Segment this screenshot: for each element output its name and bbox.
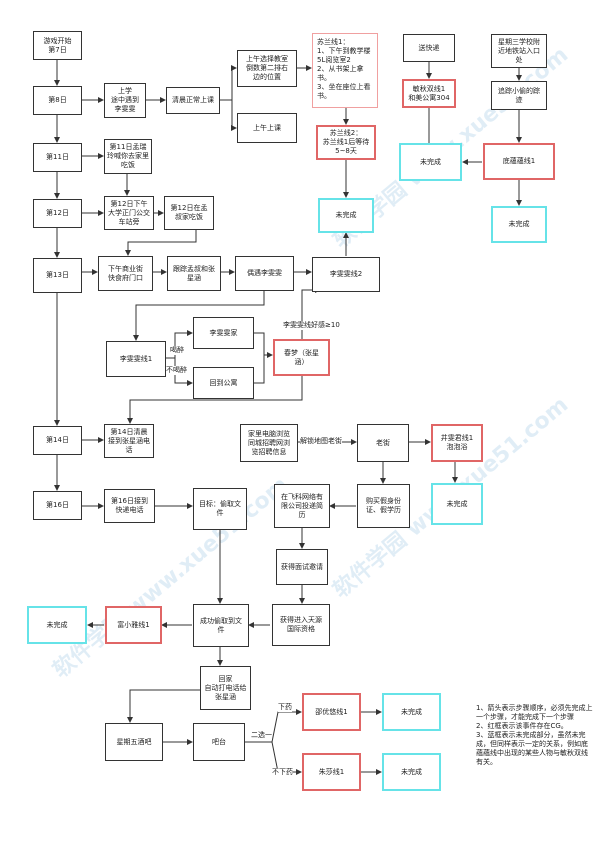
node-day14: 第14日 [33, 426, 82, 455]
node-seat: 上午选择教室 倒数第二排右 边的位置 [237, 50, 297, 87]
node-home: 回家 自动打电话给 张星涵 [200, 666, 251, 710]
node-resume: 在飞科网络有 限公司投递简 历 [274, 484, 330, 528]
node-day16-event: 第16日接到 快递电话 [104, 489, 155, 523]
node-delivery: 送快递 [403, 34, 455, 62]
node-day14-event: 第14日清晨 接到张星涵电 话 [104, 424, 154, 458]
node-meet-li: 偶遇李雯雯 [235, 256, 294, 291]
node-enter: 获得进入天源 国际资格 [272, 604, 330, 646]
node-day12-pm: 第12日下午 大学正门公交 车站旁 [104, 196, 154, 230]
node-min-qiu-unfinished: 未完成 [399, 143, 462, 181]
node-goal: 目标：偷取文 件 [193, 488, 247, 530]
node-morning-class: 清晨正常上课 [166, 87, 220, 114]
node-track-thief: 追踪小偷的踪 迹 [491, 81, 547, 110]
node-subway-entrance: 星期三学校附 近地铁站入口 处 [491, 34, 547, 68]
node-su-lan-unfinished: 未完成 [318, 198, 374, 233]
legend-notes: 1、箭头表示步骤顺序，必须先完成上一个步骤，才能完成下一个步骤 2、红框表示该事… [476, 704, 593, 766]
node-shao-1: 邵优悠线1 [302, 693, 361, 731]
node-browse-jobs: 家里电脑浏览 同城招聘网浏 览招聘信息 [240, 424, 298, 462]
node-zhu-unfinished: 未完成 [382, 753, 441, 791]
label-drug: 下药 [278, 703, 292, 712]
node-steal: 成功偷取到文 件 [193, 604, 249, 647]
node-friday-bar: 星期五酒吧 [105, 723, 163, 761]
node-di-yun-1: 底蘊蘊线1 [483, 143, 555, 180]
node-li-1: 李雯雯线1 [106, 341, 166, 377]
node-street: 下午商业街 快食府门口 [98, 256, 153, 291]
node-day13: 第13日 [33, 258, 82, 293]
node-dream: 春梦（张星 涵） [273, 339, 330, 376]
node-follow: 跟踪孟叔和张 星涵 [167, 256, 221, 291]
node-old-street: 老街 [357, 424, 409, 462]
node-day8: 第8日 [33, 86, 82, 115]
node-fu-unfinished: 未完成 [27, 606, 87, 644]
node-day11-event: 第11日孟瑞 玲喊你去家里 吃饭 [104, 139, 152, 174]
label-drunk: 喝醉 [170, 346, 184, 355]
node-school: 上学 途中遇到 李雯雯 [104, 83, 146, 118]
node-jing-1: 井雯君线1 泡泡浴 [431, 424, 483, 462]
node-min-qiu-1: 敏秋双线1 和美公寓304 [402, 79, 456, 108]
node-fu-1: 富小雅线1 [105, 606, 162, 644]
node-interview: 获得面试邀请 [276, 549, 328, 585]
label-not-drunk: 不喝醉 [166, 366, 187, 375]
label-choose-one: 二选一 [251, 731, 272, 740]
node-li-2: 李雯雯线2 [312, 257, 380, 292]
node-li-home: 李雯雯家 [193, 317, 254, 349]
node-apartment: 回到公寓 [193, 367, 254, 399]
node-buy-id: 购买假身份 证、假学历 [357, 484, 410, 528]
node-di-yun-unfinished: 未完成 [491, 206, 547, 243]
label-no-drug: 不下药 [272, 768, 293, 777]
node-day12: 第12日 [33, 199, 82, 228]
node-su-lan-1: 苏兰线1： 1、下午到教学楼5L阅览室2 2、从书架上拿书。 3、坐在座位上看书… [312, 33, 378, 108]
node-counter: 吧台 [193, 723, 245, 761]
node-day11: 第11日 [33, 143, 82, 172]
node-day16: 第16日 [33, 491, 82, 520]
label-affection: 李雯雯线好感≥10 [283, 321, 340, 330]
node-jing-unfinished: 未完成 [431, 483, 483, 525]
node-shao-unfinished: 未完成 [382, 693, 441, 731]
node-am-class: 上午上课 [237, 113, 297, 143]
label-unlock-old-street: 解锁地图老街 [300, 437, 342, 446]
node-zhu-1: 朱莎线1 [302, 753, 361, 791]
node-start: 游戏开始 第7日 [33, 31, 82, 60]
node-day12-eve: 第12日在孟 叔家吃饭 [164, 196, 214, 230]
node-su-lan-2: 苏兰线2： 苏兰线1后等待5~8天 [316, 125, 376, 160]
